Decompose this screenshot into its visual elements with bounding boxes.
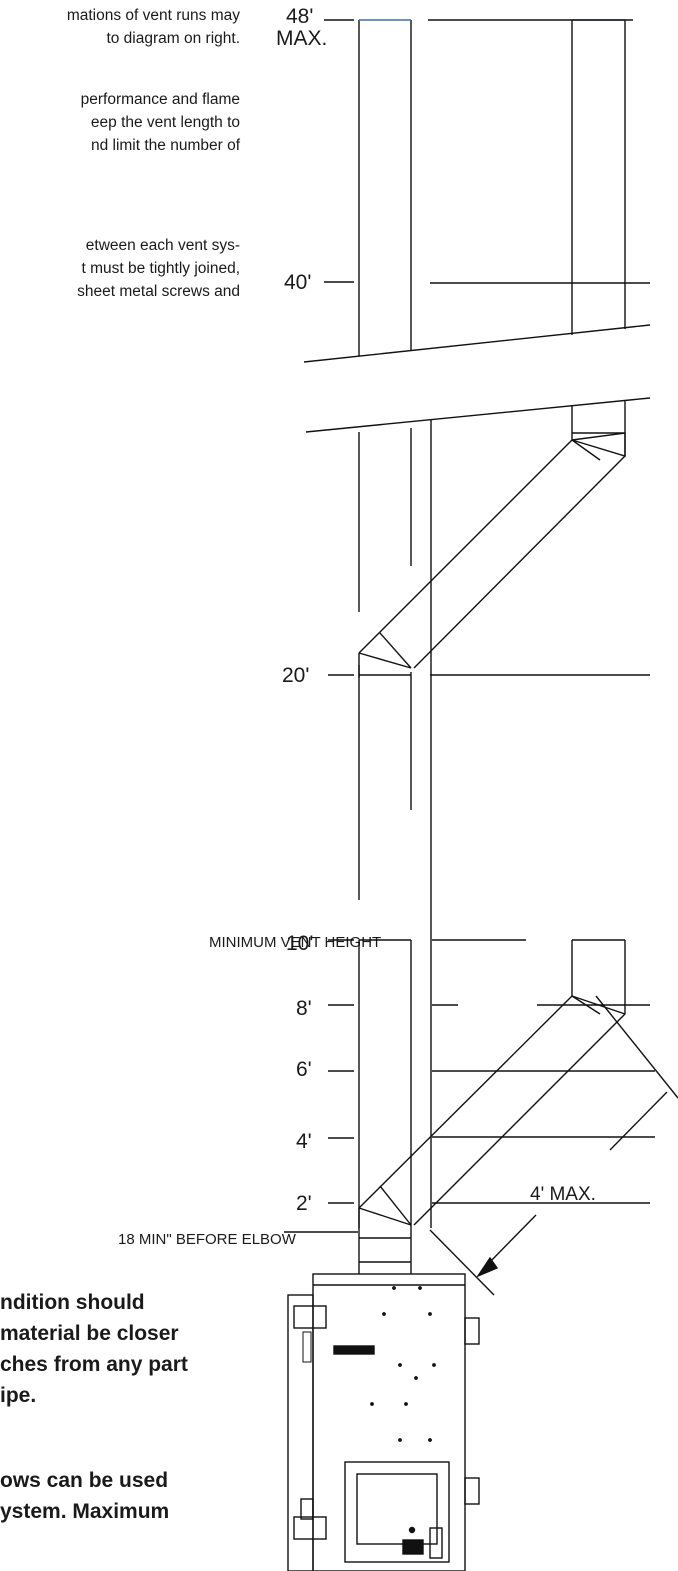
text-line: ches from any part [0, 1353, 188, 1376]
warning-text: ndition should material be closer ches f… [0, 1287, 188, 1411]
upper-offset-elbow [358, 432, 626, 678]
text-line: ndition should [0, 1291, 145, 1314]
height-label-6: 6' [296, 1058, 312, 1081]
text-line: sheet metal screws and [77, 283, 240, 300]
text-line: t must be tightly joined, [81, 260, 240, 277]
height-ticks [324, 19, 354, 1204]
break-lines [303, 324, 651, 433]
text-line: material be closer [0, 1322, 179, 1345]
text-line: etween each vent sys- [85, 237, 240, 254]
instruction-text-2: performance and flame eep the vent lengt… [0, 88, 240, 157]
height-label-2: 2' [296, 1192, 312, 1215]
text-line: ipe. [0, 1384, 37, 1407]
text-line: eep the vent length to [90, 114, 240, 131]
lower-pipe [358, 939, 412, 1274]
offset-max-label: 4' MAX. [530, 1184, 596, 1205]
instruction-text-3: etween each vent sys- t must be tightly … [0, 234, 240, 303]
middle-pipes [358, 400, 626, 1228]
instruction-text-1: mations of vent runs may to diagram on r… [0, 4, 240, 50]
level-lines [430, 282, 655, 1204]
text-line: nd limit the number of [90, 137, 240, 154]
minimum-vent-height-label: MINIMUM VENT HEIGHT [209, 934, 382, 951]
height-label-8: 8' [296, 997, 312, 1020]
text-line: ystem. Maximum [0, 1500, 170, 1523]
height-label-10: 10' [286, 932, 314, 955]
height-label-40: 40' [284, 271, 312, 294]
max-label: MAX. [276, 27, 328, 50]
furnace-cabinet [287, 1273, 480, 1571]
height-label-20: 20' [282, 664, 310, 687]
lower-offset-elbow [358, 939, 626, 1228]
upper-pipe-right [428, 19, 633, 335]
offset-dimension [284, 995, 678, 1296]
height-label-48: 48' [286, 5, 314, 28]
text-line: ows can be used [0, 1469, 169, 1492]
text-line: to diagram on right. [106, 30, 240, 47]
upper-pipe-left [358, 19, 412, 356]
before-elbow-label: 18 MIN" BEFORE ELBOW [118, 1231, 296, 1248]
text-line: performance and flame [80, 91, 240, 108]
text-line: mations of vent runs may [66, 7, 240, 24]
elbow-text: ows can be used ystem. Maximum [0, 1465, 169, 1527]
height-label-4: 4' [296, 1130, 312, 1153]
